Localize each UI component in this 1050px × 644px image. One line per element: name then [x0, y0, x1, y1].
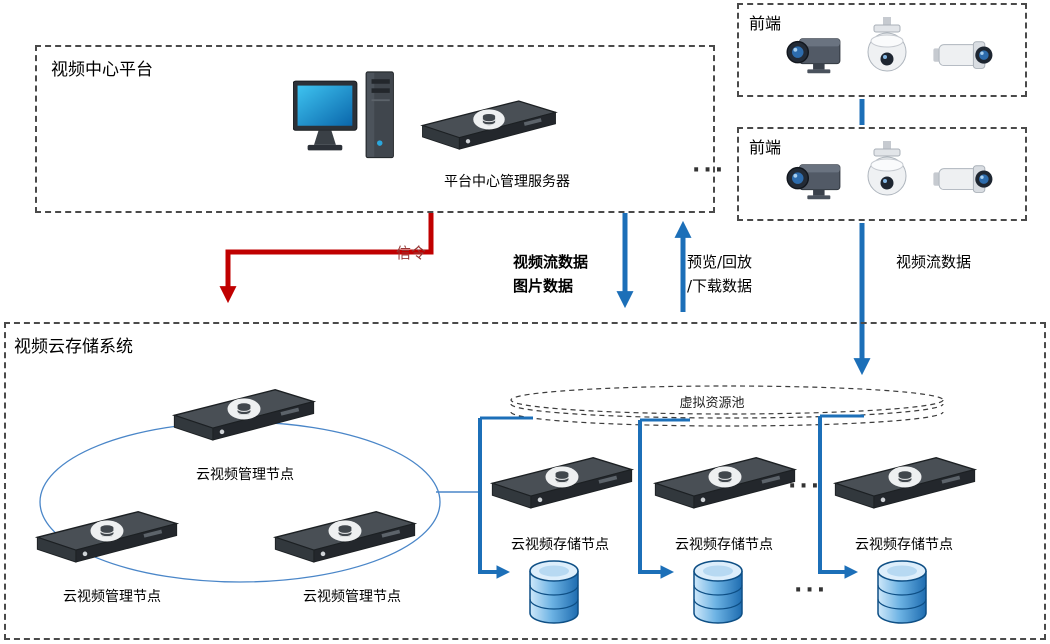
box-camera-icon: [784, 33, 846, 79]
storage-node-label-3: 云视频存储节点: [855, 537, 953, 553]
storage-node-icon-1: [487, 454, 637, 520]
preview-label: 预览/回放 /下载数据: [687, 250, 752, 298]
management-node-label-1: 云视频管理节点: [196, 467, 294, 483]
bullet-camera-icon: [929, 37, 993, 77]
stream-down-label-line2: 图片数据: [513, 277, 574, 295]
frontend-box-2: 前端: [737, 127, 1027, 221]
preview-label-line2: /下载数据: [687, 277, 753, 295]
signaling-arrow: [219, 213, 434, 304]
virtual-resource-pool-label: 虚拟资源池: [679, 396, 745, 411]
virtual-resource-pool-shape: [510, 385, 944, 427]
stream-down-label-line1: 视频流数据: [513, 253, 589, 271]
frontend-box-2-label: 前端: [749, 138, 782, 157]
bullet-camera-icon: [929, 161, 993, 201]
storage-to-db-arrow-2: [638, 420, 675, 579]
video-center-platform-box: 视频中心平台 平台中心管理服务器: [35, 45, 715, 213]
management-node-icon-1: [169, 386, 319, 452]
frontend-box-1: 前端: [737, 3, 1027, 97]
management-node-label-2: 云视频管理节点: [63, 589, 161, 605]
database-icon-1: [526, 558, 582, 626]
management-node-icon-2: [32, 508, 182, 574]
cloud-storage-system-box: 视频云存储系统 虚拟资源池 云视频管理节点 云视频管理节点 云视频管理节点 云视…: [4, 322, 1046, 640]
storage-to-db-arrow-3: [818, 416, 859, 579]
storage-node-icon-2: [650, 454, 800, 520]
database-ellipsis: ···: [794, 578, 829, 603]
frontend-box-1-label: 前端: [749, 14, 782, 33]
stream-down-label: 视频流数据 图片数据: [513, 250, 588, 298]
platform-server-caption: 平台中心管理服务器: [444, 174, 570, 190]
cloud-storage-system-label: 视频云存储系统: [14, 337, 133, 357]
storage-node-label-1: 云视频存储节点: [511, 537, 609, 553]
frontend-ellipsis: ···: [692, 158, 727, 183]
storage-node-ellipsis: ···: [788, 474, 823, 499]
storage-node-label-2: 云视频存储节点: [675, 537, 773, 553]
preview-label-line1: 预览/回放: [687, 253, 753, 271]
box-camera-icon: [784, 159, 846, 205]
signaling-label: 信令: [396, 244, 427, 262]
storage-node-icon-3: [830, 454, 980, 520]
management-workstation-icon: [293, 69, 398, 167]
storage-to-db-arrow-1: [478, 418, 511, 579]
dome-camera-icon: [863, 17, 911, 79]
frontend-stream-label: 视频流数据: [896, 253, 972, 271]
database-icon-2: [690, 558, 746, 626]
management-node-icon-3: [270, 508, 420, 574]
database-icon-3: [874, 558, 930, 626]
platform-server-icon: [419, 97, 559, 161]
management-node-label-3: 云视频管理节点: [303, 589, 401, 605]
video-center-platform-label: 视频中心平台: [51, 60, 153, 80]
dome-camera-icon: [863, 141, 911, 203]
